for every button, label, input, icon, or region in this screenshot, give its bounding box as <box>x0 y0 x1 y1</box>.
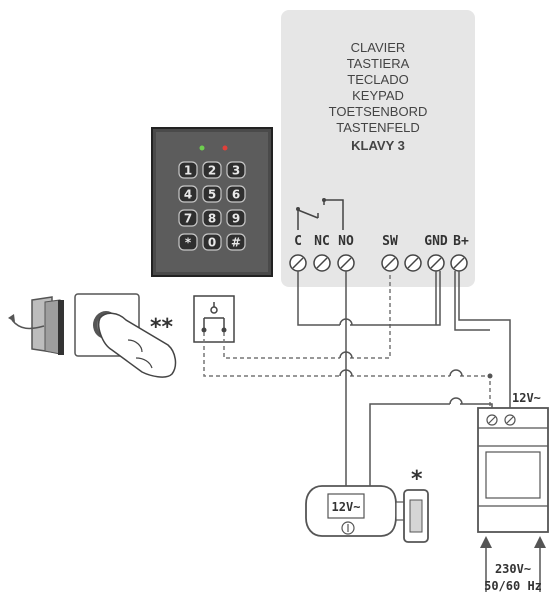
terminal-label-nc: NC <box>314 234 330 249</box>
mains-voltage-label: 230V~ <box>495 562 531 576</box>
keypad-led-green <box>199 145 205 151</box>
keypad-key-label: 9 <box>232 212 240 226</box>
keypad-key: 6 <box>226 185 246 203</box>
solid-wires <box>297 271 511 486</box>
wire-crossings <box>339 318 463 405</box>
module-name-nl: TOETSENBORD <box>329 104 428 119</box>
keypad-keys: 1 2 3 4 5 6 7 8 9 * 0 # <box>178 161 246 251</box>
finger-icon <box>98 312 177 378</box>
module-name-fr: CLAVIER <box>351 40 406 55</box>
keypad-key: 7 <box>178 209 198 227</box>
power-supply-output-label: 12V~ <box>512 391 541 405</box>
keypad-key-label: # <box>231 236 241 250</box>
keypad-key-label: 1 <box>184 164 192 178</box>
control-module <box>281 10 475 287</box>
electric-lock: 12V~ <box>305 485 429 543</box>
keypad-key: 5 <box>202 185 222 203</box>
power-supply <box>477 407 549 533</box>
mains-frequency-label: 50/60 Hz <box>484 579 542 593</box>
keypad-key: # <box>226 233 246 251</box>
keypad-key-label: 0 <box>208 236 216 250</box>
keypad: 1 2 3 4 5 6 7 8 9 * 0 # <box>151 127 273 277</box>
terminal-label-gnd: GND <box>424 234 448 249</box>
relay-contact-symbol <box>297 199 344 230</box>
lock-note-marker: * <box>411 467 423 492</box>
keypad-key-label: * <box>185 236 192 250</box>
keypad-key-label: 5 <box>208 188 216 202</box>
keypad-key-label: 6 <box>232 188 240 202</box>
keypad-key: 4 <box>178 185 198 203</box>
keypad-key: 0 <box>202 233 222 251</box>
keypad-key: 2 <box>202 161 222 179</box>
keypad-key: 9 <box>226 209 246 227</box>
terminal-label-no: NO <box>338 234 354 249</box>
mains-input-arrows <box>480 536 546 592</box>
module-name-es: TECLADO <box>347 72 408 87</box>
keypad-key-label: 3 <box>232 164 240 178</box>
button-note-marker: ** <box>150 315 174 340</box>
module-name-de: TASTENFELD <box>336 120 420 135</box>
keypad-key: 1 <box>178 161 198 179</box>
door-icon <box>8 296 64 355</box>
module-name-en: KEYPAD <box>352 88 404 103</box>
keypad-led-red <box>222 145 228 151</box>
keypad-key: 3 <box>226 161 246 179</box>
keypad-key-label: 8 <box>208 212 216 226</box>
module-model: KLAVY 3 <box>351 138 405 153</box>
keypad-key-label: 2 <box>208 164 216 178</box>
terminal-label-sw: SW <box>382 234 398 249</box>
terminal-label-c: C <box>294 234 302 249</box>
keypad-key: 8 <box>202 209 222 227</box>
keypad-key: * <box>178 233 198 251</box>
keypad-key-label: 7 <box>184 212 192 226</box>
keypad-key-label: 4 <box>184 188 192 202</box>
button-wires <box>203 271 491 408</box>
lock-label: 12V~ <box>332 500 361 514</box>
terminal-label-bplus: B+ <box>453 234 469 249</box>
module-name-it: TASTIERA <box>347 56 410 71</box>
button-symbol <box>193 295 235 343</box>
